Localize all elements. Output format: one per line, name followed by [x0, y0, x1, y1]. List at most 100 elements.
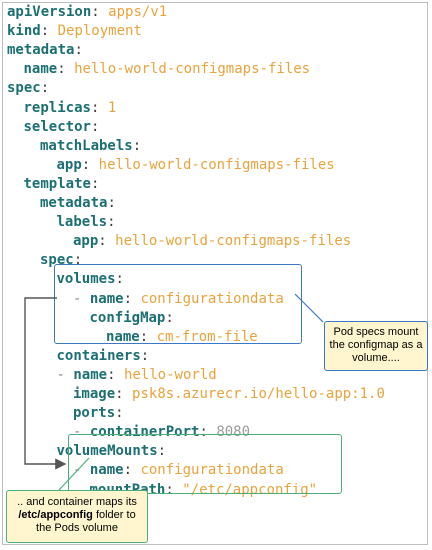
yaml-key: labels: [56, 214, 108, 231]
yaml-key: app: [56, 156, 82, 173]
yaml-list-dash: -: [56, 366, 74, 383]
yaml-colon: :: [157, 443, 167, 460]
yaml-key: apiVersion: [7, 4, 92, 20]
yaml-key: containerPort: [89, 424, 200, 441]
yaml-colon: :: [91, 4, 100, 20]
yaml-line: metadata:: [40, 194, 116, 213]
yaml-key: volumeMounts: [56, 443, 158, 460]
pod-specs-callout-text: Pod specs mount the configmap as a volum…: [329, 326, 423, 364]
yaml-key: app: [73, 233, 99, 250]
volumes-highlight-box: [54, 264, 302, 344]
yaml-value: 8080: [216, 424, 251, 441]
yaml-key: replicas: [23, 99, 91, 116]
yaml-line: volumeMounts:: [57, 442, 167, 461]
yaml-colon: :: [199, 424, 208, 441]
yaml-line: kind: Deployment: [7, 22, 142, 41]
yaml-key: matchLabels: [40, 137, 133, 154]
yaml-key: volumes: [56, 271, 116, 288]
yaml-key: metadata: [7, 42, 75, 59]
yaml-key: kind: [7, 23, 41, 40]
yaml-value: hello-world-configmaps-files: [98, 156, 335, 173]
container-callout-suffix: folder to the Pods volume: [36, 509, 136, 534]
yaml-key: template: [23, 175, 91, 192]
yaml-key: name: [89, 462, 124, 479]
yaml-line: containers:: [57, 347, 150, 366]
yaml-colon: :: [107, 195, 116, 211]
yaml-value: hello-world-configmaps-files: [115, 233, 352, 250]
yaml-line: spec:: [7, 79, 49, 98]
pod-specs-callout: Pod specs mount the configmap as a volum…: [324, 321, 428, 371]
yaml-line: labels:: [57, 213, 116, 232]
yaml-line: metadata:: [7, 41, 83, 60]
yaml-key: spec: [7, 80, 41, 97]
yaml-colon: :: [165, 481, 174, 498]
yaml-list-dash: -: [73, 424, 90, 441]
yaml-colon: :: [132, 137, 142, 154]
yaml-line: ports:: [73, 404, 124, 423]
yaml-colon: :: [139, 328, 149, 345]
yaml-key: metadata: [40, 195, 108, 211]
yaml-key: containers: [56, 347, 141, 364]
yaml-colon: :: [74, 42, 83, 59]
yaml-key: image: [73, 386, 116, 402]
yaml-colon: :: [40, 23, 50, 40]
yaml-line: template:: [24, 175, 100, 194]
yaml-line: selector:: [24, 118, 100, 137]
yaml-key: ports: [73, 405, 116, 422]
yaml-line: name: cm-from-file: [106, 328, 258, 347]
yaml-line: matchLabels:: [40, 137, 141, 156]
yaml-colon: :: [57, 61, 66, 78]
yaml-value: cm-from-file: [156, 328, 258, 345]
yaml-value: hello-world-configmaps-files: [74, 61, 311, 78]
yaml-colon: :: [107, 214, 116, 231]
yaml-value: psk8s.azurecr.io/hello-app:1.0: [132, 386, 385, 402]
connector-lines: [24, 293, 324, 491]
yaml-colon: :: [107, 366, 116, 383]
yaml-colon: :: [81, 156, 91, 173]
yaml-colon: :: [90, 99, 100, 116]
yaml-line: volumes:: [57, 270, 124, 289]
yaml-key: configMap: [89, 309, 166, 326]
yaml-colon: :: [123, 290, 133, 307]
yaml-key: selector: [23, 118, 91, 135]
yaml-value: hello-world: [123, 366, 217, 383]
yaml-colon: :: [90, 118, 100, 135]
yaml-value: 1: [107, 99, 117, 116]
yaml-line: app: hello-world-configmaps-files: [57, 156, 335, 175]
yaml-key: name: [23, 61, 58, 78]
yaml-colon: :: [165, 309, 174, 326]
yaml-value: configurationdata: [140, 462, 284, 479]
pod-specs-pointer: [294, 293, 324, 323]
yaml-line: app: hello-world-configmaps-files: [73, 232, 351, 251]
yaml-line: apiVersion: apps/v1: [7, 3, 167, 22]
yaml-list-dash: -: [73, 290, 90, 307]
yaml-colon: :: [90, 175, 100, 192]
yaml-colon: :: [115, 271, 124, 288]
yaml-value: apps/v1: [108, 4, 168, 20]
yaml-key: name: [73, 366, 108, 383]
yaml-colon: :: [123, 462, 133, 479]
container-callout: .. and container maps its /etc/appconfig…: [6, 490, 148, 543]
yaml-key: name: [106, 328, 140, 345]
volumemounts-highlight-box: [68, 434, 342, 494]
yaml-line: - name: configurationdata: [73, 290, 284, 309]
yaml-line: replicas: 1: [24, 99, 117, 118]
yaml-line: - containerPort: 8080: [73, 423, 250, 442]
yaml-colon: :: [73, 252, 83, 269]
container-callout-pointer: [58, 457, 90, 491]
yaml-value: configurationdata: [140, 290, 284, 307]
yaml-colon: :: [140, 347, 150, 364]
yaml-line: - name: hello-world: [57, 366, 217, 385]
container-callout-prefix: .. and container maps its: [17, 496, 137, 508]
yaml-line: name: hello-world-configmaps-files: [24, 60, 311, 79]
container-callout-path: /etc/appconfig: [18, 509, 93, 521]
yaml-key: name: [89, 290, 124, 307]
yaml-line: image: psk8s.azurecr.io/hello-app:1.0: [73, 385, 385, 404]
yaml-colon: :: [115, 405, 124, 422]
yaml-colon: :: [98, 233, 107, 250]
mount-link-arrow: [24, 297, 67, 470]
yaml-value: Deployment: [57, 23, 142, 40]
yaml-line: configMap:: [90, 309, 174, 328]
yaml-colon: :: [115, 386, 124, 402]
